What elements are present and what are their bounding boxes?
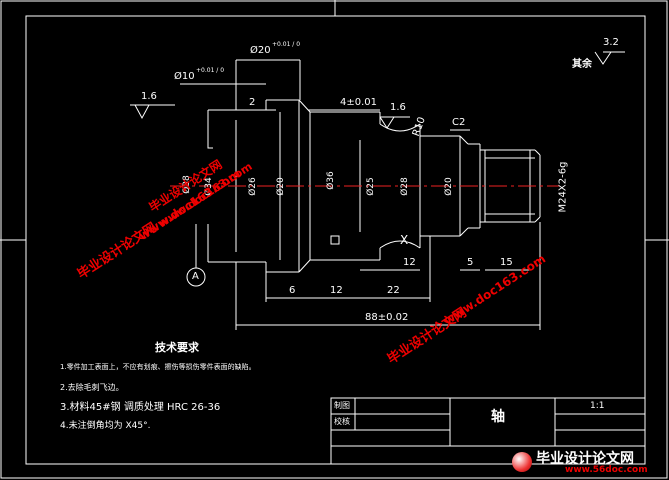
watermark-7: 毕业设计论文网 — [536, 451, 634, 467]
dim-len-total: 88±0.02 — [365, 312, 409, 323]
dim-d10: Ø10 — [174, 71, 195, 82]
dim-thread: M24X2-6g — [557, 161, 569, 213]
tech-req-item-1: 1.零件加工表面上，不应有划痕、擦伤等损伤零件表面的缺陷。 — [60, 363, 256, 371]
roughness-mid: 1.6 — [390, 102, 406, 113]
tech-req-item-2: 2.去除毛刺飞边。 — [60, 383, 124, 392]
dim-d20: Ø20 — [250, 45, 271, 56]
finish-value: 3.2 — [603, 37, 619, 48]
tech-req-title: 技术要求 — [155, 341, 199, 354]
watermark-8: www.56doc.com — [565, 465, 648, 475]
finish-label: 其余 — [572, 59, 592, 70]
datum-label: A — [192, 271, 199, 282]
dim-len-6: 6 — [289, 285, 296, 296]
dim-d28: Ø28 — [399, 177, 410, 196]
dim-d10-tol: +0.01 / 0 — [196, 67, 225, 74]
dim-len-12b: 12 — [330, 285, 343, 296]
dim-d25: Ø25 — [365, 177, 376, 196]
dim-d20c: Ø20 — [443, 177, 454, 196]
dim-len-2: 2 — [249, 97, 256, 108]
dimension-lines — [130, 51, 625, 330]
part-name: 轴 — [491, 409, 505, 425]
center-mark: X — [400, 233, 409, 247]
tech-req-item-4: 4.未注倒角均为 X45°. — [60, 421, 151, 431]
scale: 1:1 — [590, 401, 605, 411]
tech-req-item-3: 3.材料45#钢 调质处理 HRC 26-36 — [60, 402, 221, 413]
title-block-check-label: 校核 — [334, 417, 350, 426]
dim-chamfer: C2 — [452, 117, 466, 128]
dim-len-5: 5 — [467, 257, 474, 268]
dim-len-22: 22 — [387, 285, 400, 296]
title-block — [330, 397, 646, 465]
dim-len-4: 4±0.01 — [340, 97, 378, 108]
dim-d20-tol: +0.01 / 0 — [272, 41, 301, 48]
title-block-draw-label: 制图 — [334, 401, 350, 410]
dim-len-15: 15 — [500, 257, 513, 268]
dim-d20b: Ø20 — [275, 177, 286, 196]
dim-d36: Ø36 — [325, 171, 336, 190]
dim-d26: Ø26 — [247, 177, 258, 196]
logo-icon — [512, 452, 532, 472]
dim-len-12a: 12 — [403, 257, 416, 268]
roughness-left: 1.6 — [141, 91, 157, 102]
